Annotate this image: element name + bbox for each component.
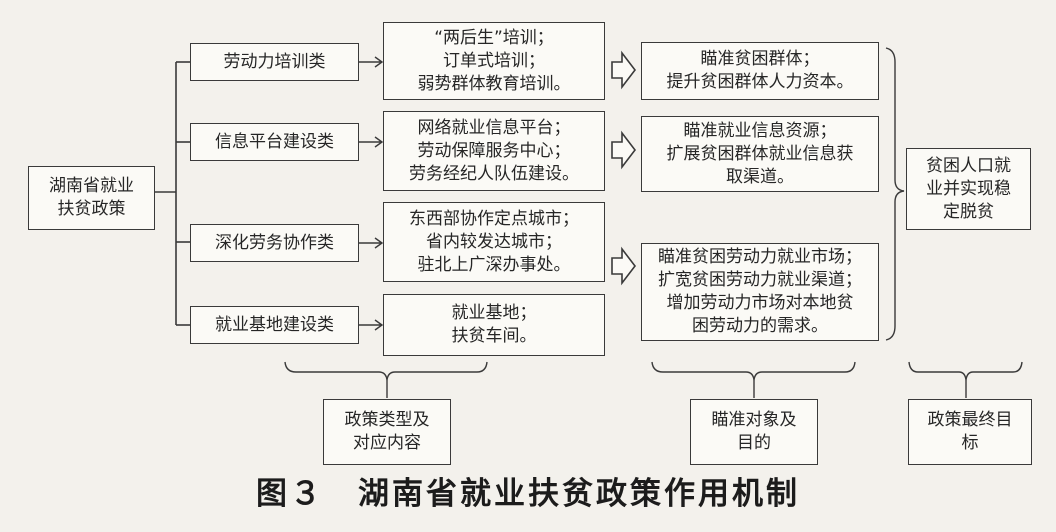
target-line: 取渠道。 bbox=[726, 166, 794, 187]
label-final-goal: 政策最终目 标 bbox=[908, 399, 1032, 465]
root-line: 扶贫政策 bbox=[57, 199, 126, 219]
figure-caption: 图３ 湖南省就业扶贫政策作用机制 bbox=[256, 476, 800, 512]
content-line: “两后生”培训； bbox=[434, 27, 554, 48]
root-line: 湖南省就业 bbox=[49, 176, 134, 196]
target-box-info-resources: 瞄准就业信息资源； 扩展贫困群体就业信息获 取渠道。 bbox=[641, 116, 879, 192]
content-line: 驻北上广深办事处。 bbox=[417, 254, 571, 275]
target-box-labor-market: 瞄准贫困劳动力就业市场； 扩宽贫困劳动力就业渠道； 增加劳动力市场对本地贫 困劳… bbox=[641, 243, 879, 341]
category-label: 信息平台建设类 bbox=[215, 131, 334, 152]
label-line: 对应内容 bbox=[353, 433, 421, 453]
root-box: 湖南省就业 扶贫政策 bbox=[28, 166, 155, 230]
content-box-training: “两后生”培训； 订单式培训； 弱势群体教育培训。 bbox=[383, 22, 605, 100]
goal-line: 业并实现稳 bbox=[926, 178, 1011, 199]
block-arrow-icon bbox=[611, 50, 637, 90]
label-policy-types: 政策类型及 对应内容 bbox=[323, 399, 451, 465]
content-line: 订单式培训； bbox=[443, 50, 545, 71]
content-box-info-platform: 网络就业信息平台； 劳动保障服务中心； 劳务经纪人队伍建设。 bbox=[383, 111, 605, 191]
content-line: 劳动保障服务中心； bbox=[417, 140, 571, 161]
target-line: 扩宽贫困劳动力就业渠道； bbox=[658, 270, 862, 290]
goal-brace bbox=[885, 47, 905, 341]
bracket-policy-types bbox=[284, 361, 488, 381]
category-box-info-platform: 信息平台建设类 bbox=[190, 123, 359, 161]
content-box-employment-base: 就业基地； 扶贫车间。 bbox=[383, 294, 605, 356]
label-line: 政策类型及 bbox=[344, 410, 430, 430]
bracket-final-goal bbox=[908, 361, 1023, 381]
target-line: 瞄准就业信息资源； bbox=[683, 120, 837, 141]
target-box-poor-groups: 瞄准贫困群体； 提升贫困群体人力资本。 bbox=[641, 42, 879, 100]
content-line: 劳务经纪人队伍建设。 bbox=[409, 163, 579, 184]
arrow-right-icon bbox=[359, 56, 384, 68]
target-line: 提升贫困群体人力资本。 bbox=[666, 72, 854, 92]
block-arrow-icon bbox=[611, 246, 637, 286]
content-line: 省内较发达城市； bbox=[426, 231, 562, 252]
target-line: 瞄准贫困劳动力就业市场； bbox=[658, 247, 862, 267]
target-line: 扩展贫困群体就业信息获 bbox=[666, 143, 854, 164]
arrow-right-icon bbox=[359, 237, 384, 249]
goal-line: 定脱贫 bbox=[943, 201, 994, 222]
arrow-right-icon bbox=[359, 319, 384, 331]
category-label: 深化劳务协作类 bbox=[215, 232, 334, 253]
category-label: 就业基地建设类 bbox=[215, 314, 334, 335]
label-line: 瞄准对象及 bbox=[711, 410, 797, 430]
target-line: 瞄准贫困群体； bbox=[700, 49, 820, 69]
content-line: 扶贫车间。 bbox=[451, 326, 537, 346]
content-box-labor-cooperation: 东西部协作定点城市； 省内较发达城市； 驻北上广深办事处。 bbox=[383, 202, 605, 282]
arrow-icons bbox=[359, 56, 384, 331]
content-line: 网络就业信息平台； bbox=[417, 117, 571, 138]
category-box-labor-cooperation: 深化劳务协作类 bbox=[190, 224, 359, 262]
goal-line: 贫困人口就 bbox=[926, 155, 1011, 176]
label-targets: 瞄准对象及 目的 bbox=[690, 399, 818, 465]
goal-box: 贫困人口就 业并实现稳 定脱贫 bbox=[906, 148, 1031, 230]
content-line: 东西部协作定点城市； bbox=[409, 208, 579, 229]
label-line: 目的 bbox=[737, 433, 771, 453]
block-arrow-icon bbox=[611, 130, 637, 170]
category-box-training: 劳动力培训类 bbox=[190, 43, 359, 81]
label-line: 标 bbox=[961, 433, 979, 453]
category-box-employment-base: 就业基地建设类 bbox=[190, 306, 359, 344]
content-line: 弱势群体教育培训。 bbox=[417, 73, 571, 94]
target-line: 困劳动力的需求。 bbox=[692, 316, 828, 336]
bracket-targets bbox=[651, 361, 856, 381]
category-label: 劳动力培训类 bbox=[223, 51, 326, 72]
target-line: 增加劳动力市场对本地贫 bbox=[666, 293, 854, 313]
label-line: 政策最终目 bbox=[927, 410, 1013, 430]
content-line: 就业基地； bbox=[451, 303, 537, 323]
arrow-right-icon bbox=[359, 136, 384, 148]
